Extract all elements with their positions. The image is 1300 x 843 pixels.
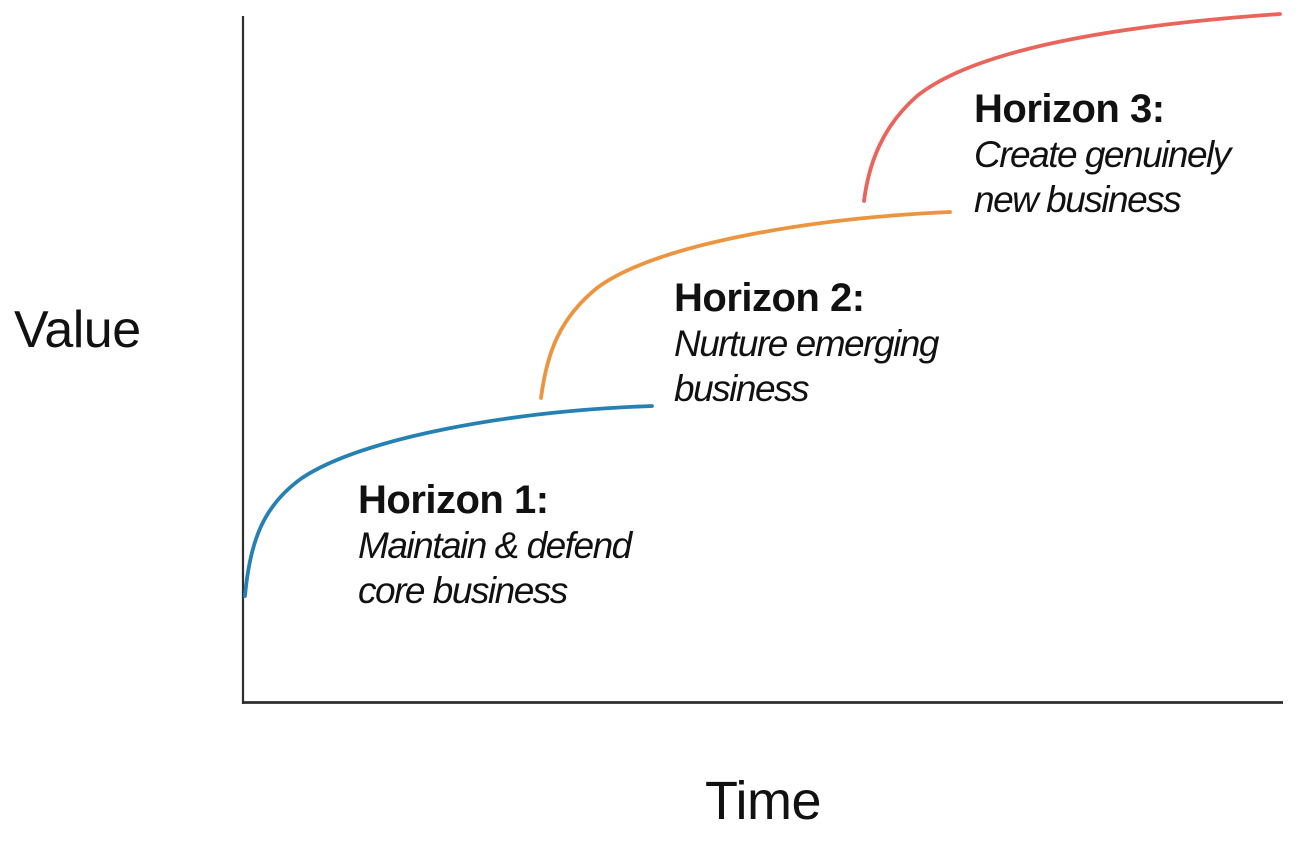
- horizon-1-label: Horizon 1: Maintain & defend core busine…: [358, 477, 632, 613]
- horizon-3-curve: [862, 12, 1282, 203]
- horizon-2-desc-line-2: business: [674, 368, 810, 409]
- horizon-2-label: Horizon 2: Nurture emerging business: [674, 275, 939, 411]
- x-axis-label: Time: [705, 771, 822, 831]
- horizon-3-desc-line-1: Create genuinely: [974, 134, 1231, 175]
- horizon-2-desc-line-1: Nurture emerging: [674, 323, 939, 364]
- horizon-3-label: Horizon 3: Create genuinely new business: [974, 86, 1231, 222]
- y-axis-label: Value: [14, 301, 141, 359]
- horizon-1-title: Horizon 1:: [358, 478, 549, 522]
- horizon-1-desc-line-2: core business: [358, 570, 568, 611]
- horizon-2-title: Horizon 2:: [674, 276, 865, 320]
- horizon-3-desc-line-2: new business: [974, 179, 1182, 220]
- horizon-3-title: Horizon 3:: [974, 87, 1165, 131]
- horizon-2-curve: [539, 210, 952, 400]
- horizon-1-desc-line-1: Maintain & defend: [358, 525, 632, 566]
- horizon-1-curve: [243, 404, 654, 598]
